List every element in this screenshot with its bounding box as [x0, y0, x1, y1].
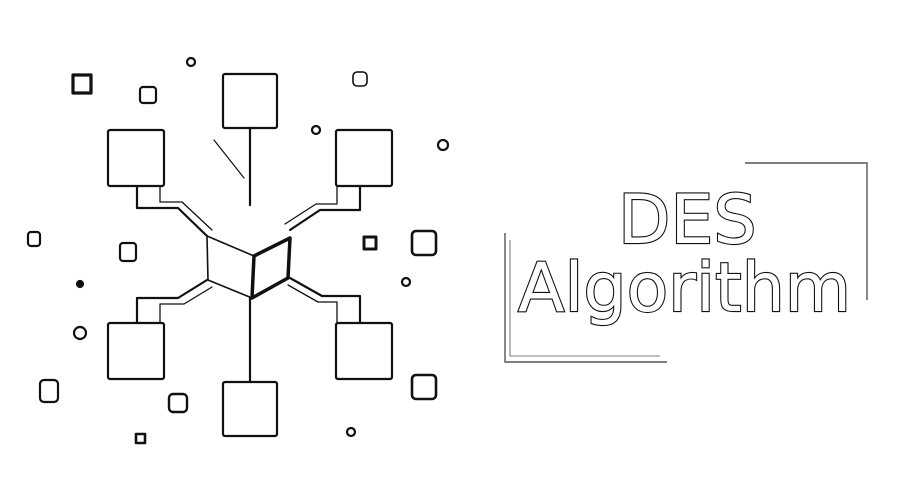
deco-square — [167, 392, 189, 414]
deco-dot-filled — [75, 279, 85, 289]
title-line-1: DES — [618, 181, 757, 260]
deco-dot — [310, 124, 322, 136]
deco-square — [362, 235, 378, 251]
link-upper-right — [288, 184, 362, 232]
deco-dot — [72, 325, 88, 341]
deco-dot — [400, 276, 412, 288]
link-lower-right-inner — [287, 284, 338, 324]
deco-square — [410, 229, 438, 257]
link-lower-left — [135, 278, 209, 325]
deco-square — [352, 71, 368, 87]
link-upper-right-inner — [284, 185, 338, 225]
link-upper-left-inner — [159, 185, 213, 231]
deco-dot — [436, 138, 450, 152]
frame-top-right — [745, 162, 868, 300]
network-hub-icon — [26, 56, 450, 445]
deco-dot — [345, 426, 357, 438]
node-bottom — [221, 380, 279, 438]
link-upper-left — [135, 184, 209, 238]
deco-square — [26, 230, 42, 248]
frame-bottom-left — [504, 233, 667, 363]
node-upper-left — [106, 128, 166, 188]
node-upper-right — [334, 128, 394, 188]
link-lower-right — [288, 276, 362, 325]
center-diamond — [250, 236, 292, 300]
node-lower-left — [106, 321, 166, 381]
center-cube-left-face — [206, 235, 255, 299]
deco-square — [118, 241, 138, 263]
deco-dot — [185, 56, 197, 68]
deco-square — [38, 378, 60, 404]
deco-square — [134, 432, 147, 445]
title-line-2: Algorithm — [518, 249, 851, 328]
deco-square — [138, 85, 158, 105]
title-frame — [504, 162, 868, 363]
node-lower-right — [334, 321, 394, 381]
frame-bottom-left-inner — [509, 240, 660, 357]
link-lower-left-inner — [159, 286, 213, 324]
deco-square — [410, 373, 438, 401]
stem-top-thin — [213, 139, 245, 179]
deco-square — [71, 73, 93, 95]
node-top — [221, 72, 279, 130]
